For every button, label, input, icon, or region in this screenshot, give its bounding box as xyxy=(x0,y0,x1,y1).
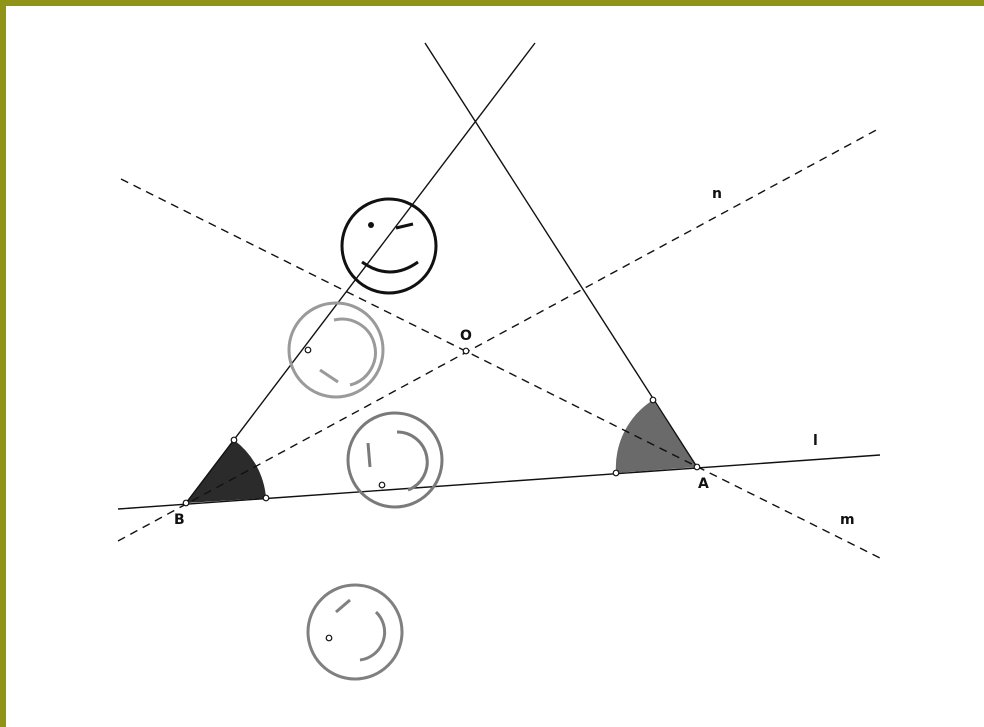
frame-border-top xyxy=(0,0,984,6)
face-4-point xyxy=(325,634,333,642)
angle-sector-B xyxy=(186,440,266,503)
faded-smiley-icon xyxy=(346,411,444,509)
point-O xyxy=(462,347,470,355)
label-O: O xyxy=(460,328,472,344)
point-B xyxy=(182,499,190,507)
faded-smiley-icon xyxy=(287,301,385,399)
label-B: B xyxy=(174,512,185,528)
ray-B-upper xyxy=(185,42,536,504)
line-m xyxy=(120,178,881,559)
ray-A-upper xyxy=(424,42,698,468)
point-ray-B xyxy=(230,436,238,444)
winking-smiley-icon xyxy=(340,197,438,295)
angle-sector-A xyxy=(615,400,697,473)
face-3-point xyxy=(378,481,386,489)
label-l: l xyxy=(813,433,818,449)
point-A xyxy=(693,463,701,471)
face-2-point xyxy=(304,346,312,354)
label-m: m xyxy=(840,512,855,528)
faded-smiley-icon xyxy=(306,583,404,681)
point-line-B xyxy=(262,494,270,502)
line-l xyxy=(117,454,881,510)
label-A: A xyxy=(698,476,709,492)
point-line-A xyxy=(612,469,620,477)
frame-border-left xyxy=(0,0,6,727)
point-ray-A xyxy=(649,396,657,404)
label-n: n xyxy=(712,186,722,202)
line-n xyxy=(117,127,881,542)
point-markers xyxy=(182,346,701,642)
